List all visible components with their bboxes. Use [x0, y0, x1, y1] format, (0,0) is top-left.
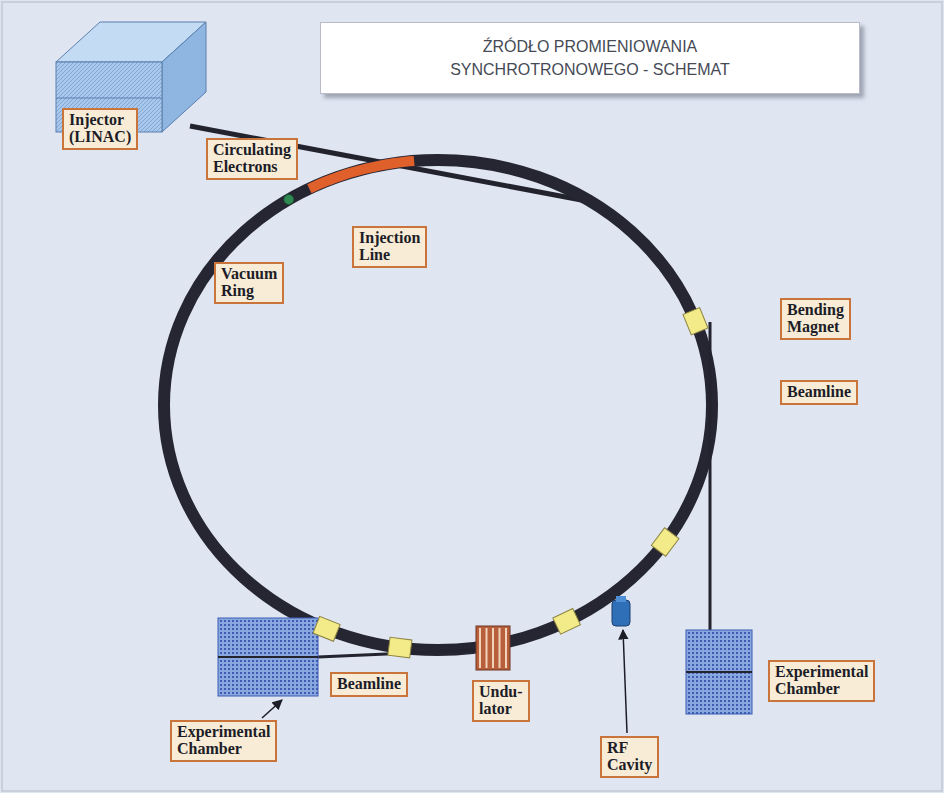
callout-text: Vacuum Ring	[221, 266, 277, 300]
callout-box: Vacuum Ring	[214, 262, 284, 304]
beamline-right	[709, 322, 712, 632]
callout-box: Bending Magnet	[780, 298, 851, 340]
callout-box: Beamline	[330, 672, 408, 697]
callout-text: Bending Magnet	[787, 302, 844, 336]
magnet	[313, 616, 340, 641]
electron-dot	[284, 195, 294, 205]
vacuum-ring	[164, 160, 712, 650]
electron-bunch	[309, 161, 414, 189]
undulator	[476, 626, 510, 670]
title-text: ŹRÓDŁO PROMIENIOWANIA SYNCHROTRONOWEGO -…	[425, 35, 755, 81]
callout-text: Circulating Electrons	[213, 142, 291, 176]
callout-text: Beamline	[337, 676, 401, 693]
experimental-chamber-left	[218, 618, 318, 696]
callout-box: Experimental Chamber	[170, 720, 277, 762]
callout-text: Beamline	[787, 384, 851, 401]
title-box: ŹRÓDŁO PROMIENIOWANIA SYNCHROTRONOWEGO -…	[320, 22, 860, 94]
callout-box: Injection Line	[352, 226, 427, 268]
callout-text: Undu- lator	[479, 684, 523, 718]
magnet	[388, 637, 412, 658]
magnet	[683, 308, 708, 335]
callout-box: Injector (LINAC)	[62, 108, 138, 150]
callout-box: Beamline	[780, 380, 858, 405]
experimental-chamber-right	[686, 630, 752, 714]
callout-text: Experimental Chamber	[775, 664, 868, 698]
callout-box: Undu- lator	[472, 680, 530, 722]
callout-box: Experimental Chamber	[768, 660, 875, 702]
leader-arrow	[262, 700, 282, 718]
injection-line	[190, 126, 592, 202]
leader-arrow	[623, 630, 627, 733]
callout-text: Injection Line	[359, 230, 420, 264]
magnet	[553, 608, 581, 634]
callout-box: RF Cavity	[600, 736, 659, 778]
callout-text: Experimental Chamber	[177, 724, 270, 758]
rf-cavity	[612, 596, 630, 626]
callout-text: Injector (LINAC)	[69, 112, 131, 146]
callout-box: Circulating Electrons	[206, 138, 298, 180]
magnet	[651, 528, 679, 556]
callout-text: RF Cavity	[607, 740, 652, 774]
